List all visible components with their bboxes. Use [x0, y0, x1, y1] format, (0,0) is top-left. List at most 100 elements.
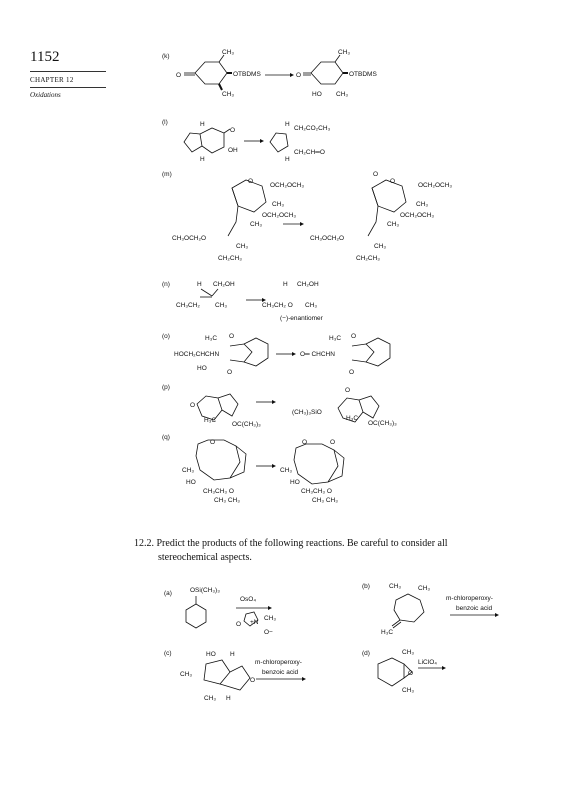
- svg-text:CH₃: CH₃: [336, 91, 348, 98]
- svg-text:O: O: [176, 72, 181, 79]
- svg-text:(o): (o): [162, 333, 170, 340]
- svg-text:CH₃: CH₃: [222, 91, 234, 98]
- svg-text:O: O: [190, 402, 195, 409]
- svg-text:(c): (c): [164, 650, 172, 657]
- svg-text:CH₂OH: CH₂OH: [297, 281, 319, 288]
- scheme-k: (k) O CH₃ OTBDMS CH₃ O CH₃ OTBDMS HO CH₃: [162, 49, 377, 98]
- problem-text-line1: Predict the products of the following re…: [156, 538, 448, 549]
- svg-text:O: O: [373, 171, 378, 178]
- svg-text:H: H: [285, 121, 290, 128]
- scheme-o: (o) H₃C O HOCH₂CHCHN O HO H₃C O O═ CHCHN…: [162, 333, 391, 376]
- svg-text:HO: HO: [290, 479, 300, 486]
- svg-text:OSi(CH₃)₃: OSi(CH₃)₃: [190, 587, 220, 594]
- svg-text:CH₃CH₃ O: CH₃CH₃ O: [301, 488, 332, 495]
- svg-text:O: O: [408, 670, 413, 677]
- svg-text:HO: HO: [197, 365, 207, 372]
- problem-part-d: (d) CH₃ O CH₃ LiClO₄: [362, 649, 446, 694]
- problem-text-line2: stereochemical aspects.: [158, 552, 252, 563]
- svg-text:CH₃OCH₂O: CH₃OCH₂O: [310, 235, 344, 242]
- svg-text:H: H: [230, 651, 235, 658]
- svg-text:CH₃: CH₃: [402, 687, 414, 694]
- svg-text:benzoic acid: benzoic acid: [262, 669, 299, 676]
- scheme-m: (m) O OCH₂OCH₃ CH₃ OCH₂OCH₃ CH₃ CH₃OCH₂O…: [162, 171, 452, 262]
- svg-text:H: H: [285, 156, 290, 163]
- svg-text:O: O: [230, 127, 235, 134]
- svg-text:CH₃: CH₃: [222, 49, 234, 56]
- svg-text:CH₃: CH₃: [387, 221, 399, 228]
- svg-text:O: O: [296, 72, 301, 79]
- svg-text:(a): (a): [164, 590, 172, 597]
- scheme-q: (q) O CH₃ HO CH₃CH₃ O CH₃ CH₃ O O CH₃ HO…: [162, 434, 345, 504]
- svg-text:CH₃: CH₃: [402, 649, 414, 656]
- svg-text:OCH₂OCH₃: OCH₂OCH₃: [270, 182, 304, 189]
- svg-text:O: O: [390, 178, 395, 185]
- svg-text:CH₃CH₂ O: CH₃CH₂ O: [262, 302, 293, 309]
- svg-text:(b): (b): [362, 583, 370, 590]
- svg-text:CH₃CH₂: CH₃CH₂: [176, 302, 200, 309]
- svg-text:CH₃: CH₃: [272, 201, 284, 208]
- svg-text:CH₃: CH₃: [280, 467, 292, 474]
- svg-text:O═ CHCHN: O═ CHCHN: [300, 351, 335, 358]
- svg-text:O: O: [330, 439, 335, 446]
- svg-text:H₃C: H₃C: [346, 415, 358, 422]
- svg-text:O−: O−: [264, 629, 273, 636]
- svg-text:O: O: [345, 387, 350, 394]
- svg-text:H₃C: H₃C: [381, 629, 393, 636]
- svg-text:H: H: [283, 281, 288, 288]
- svg-text:m-chloroperoxy-: m-chloroperoxy-: [446, 595, 493, 602]
- page-number: 1152: [30, 49, 60, 65]
- svg-text:H₃C: H₃C: [204, 417, 216, 424]
- svg-text:H: H: [200, 121, 205, 128]
- svg-text:CH₃: CH₃: [204, 695, 216, 702]
- svg-text:CH₃: CH₃: [182, 467, 194, 474]
- svg-text:CH₃: CH₃: [264, 615, 276, 622]
- scheme-p: (p) O H₃C OC(CH₃)₃ O (CH₃)₃SiO H₃C OC(CH…: [162, 384, 397, 428]
- svg-text:HO: HO: [186, 479, 196, 486]
- svg-text:LiClO₄: LiClO₄: [418, 659, 437, 666]
- svg-text:H: H: [197, 281, 202, 288]
- svg-text:CH₃: CH₃: [250, 221, 262, 228]
- svg-text:CH₃: CH₃: [180, 671, 192, 678]
- svg-text:(p): (p): [162, 384, 170, 391]
- svg-text:HO: HO: [206, 651, 216, 658]
- chapter-label: CHAPTER 12: [30, 76, 74, 84]
- svg-text:(l): (l): [162, 119, 168, 126]
- svg-text:OCH₂OCH₃: OCH₂OCH₃: [262, 212, 296, 219]
- svg-text:(m): (m): [162, 171, 172, 178]
- svg-text:(CH₃)₃SiO: (CH₃)₃SiO: [292, 409, 322, 416]
- svg-text:CH₃: CH₃: [236, 243, 248, 250]
- problem-number: 12.2.: [134, 538, 154, 549]
- svg-text:H₃C: H₃C: [205, 335, 217, 342]
- svg-text:H: H: [226, 695, 231, 702]
- svg-text:CH₃ CH₃: CH₃ CH₃: [312, 497, 338, 504]
- svg-text:O: O: [248, 178, 253, 185]
- svg-text:CH₂CO₂CH₃: CH₂CO₂CH₃: [294, 125, 331, 132]
- svg-text:benzoic acid: benzoic acid: [456, 605, 493, 612]
- svg-text:CH₃: CH₃: [215, 302, 227, 309]
- svg-text:OH: OH: [228, 147, 238, 154]
- svg-text:OsO₄: OsO₄: [240, 596, 256, 603]
- problem-part-a: (a) OSi(CH₃)₃ OsO₄ O +N CH₃ O−: [164, 587, 276, 636]
- svg-text:CH₃ CH₃: CH₃ CH₃: [214, 497, 240, 504]
- problem-12-2: 12.2. Predict the products of the follow…: [134, 537, 514, 565]
- svg-text:CH₃: CH₃: [418, 585, 430, 592]
- svg-text:H: H: [200, 156, 205, 163]
- section-label: Oxidations: [30, 91, 61, 99]
- svg-text:m-chloroperoxy-: m-chloroperoxy-: [255, 659, 302, 666]
- svg-text:(q): (q): [162, 434, 170, 441]
- problem-part-c: (c) HO H O CH₃ CH₃ H m-chloroperoxy- ben…: [164, 650, 306, 702]
- svg-text:(n): (n): [162, 281, 170, 288]
- svg-text:CH₃: CH₃: [374, 243, 386, 250]
- svg-text:(−)-enantiomer: (−)-enantiomer: [280, 315, 324, 322]
- svg-text:CH₃: CH₃: [338, 49, 350, 56]
- svg-text:O: O: [351, 333, 356, 340]
- svg-text:O: O: [210, 439, 215, 446]
- svg-text:CH₂CH═O: CH₂CH═O: [294, 149, 325, 156]
- svg-text:H₃C: H₃C: [329, 335, 341, 342]
- svg-text:O: O: [302, 439, 307, 446]
- svg-text:OC(CH₃)₃: OC(CH₃)₃: [232, 421, 261, 428]
- svg-text:O: O: [236, 621, 241, 628]
- svg-text:O: O: [227, 369, 232, 376]
- svg-text:CH₂CH₃: CH₂CH₃: [218, 255, 242, 262]
